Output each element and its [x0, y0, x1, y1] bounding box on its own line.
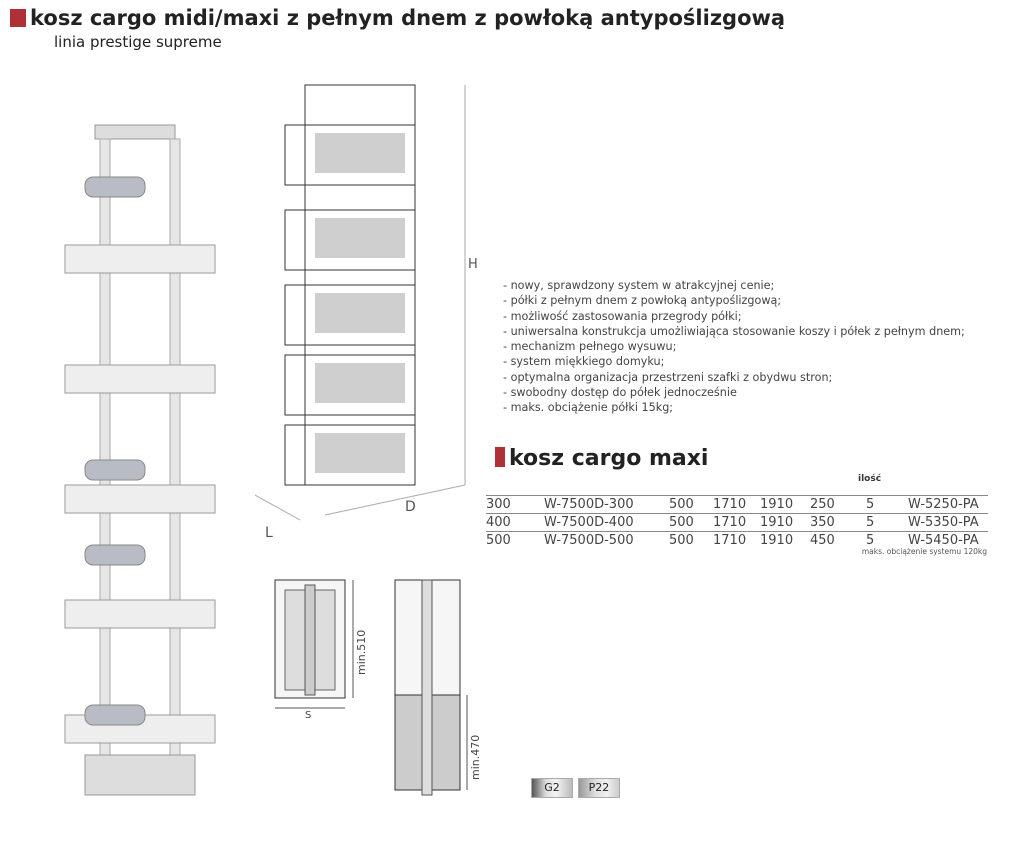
feature-item: uniwersalna konstrukcja umożliwiająca st…: [503, 324, 965, 339]
product-line: linia prestige supreme: [54, 33, 222, 51]
table-cell: 250: [810, 495, 866, 514]
feature-item: półki z pełnym dnem z powłoką antypośliz…: [503, 293, 965, 308]
table-cell: 450: [810, 531, 866, 549]
table-cell: 1710: [713, 513, 760, 532]
table-cell: 350: [810, 513, 866, 532]
min-510-label: min.510: [355, 630, 368, 675]
system-load-note: maks. obciążenie systemu 120kg: [861, 547, 987, 556]
table-cell: 500: [486, 531, 544, 549]
section-marker: [495, 447, 505, 467]
section-title-text: kosz cargo maxi: [509, 446, 709, 471]
feature-item: możliwość zastosowania przegrody półki;: [503, 309, 965, 324]
title-text: kosz cargo midi/maxi z pełnym dnem z pow…: [30, 6, 786, 30]
table-cell: 400: [486, 513, 544, 532]
table-cell: W-7500D-300: [544, 495, 669, 514]
table-cell: 1710: [713, 531, 760, 549]
table-cell: W-5450-PA: [908, 531, 988, 549]
cabinet-min-drawing: min.510 S: [274, 579, 368, 720]
table-cell: 500: [669, 513, 713, 532]
s-label: S: [305, 710, 311, 720]
section-title: kosz cargo maxi: [495, 446, 708, 471]
length-label: L: [265, 525, 273, 541]
cabinet-front-drawing: min.470: [394, 579, 482, 796]
table-cell: 300: [486, 495, 544, 514]
finish-swatch-g2: G2: [531, 778, 573, 798]
table-cell: 1710: [713, 495, 760, 514]
title-marker: [10, 9, 26, 27]
product-photo: [64, 124, 216, 796]
table-cell: 1910: [760, 495, 810, 514]
feature-item: mechanizm pełnego wysuwu;: [503, 339, 965, 354]
feature-list: nowy, sprawdzony system w atrakcyjnej ce…: [503, 278, 965, 416]
feature-item: system miękkiego domyku;: [503, 354, 965, 369]
table-cell: W-7500D-500: [544, 531, 669, 549]
height-label: H: [468, 257, 478, 272]
table-cell: 1910: [760, 513, 810, 532]
table-cell: 1910: [760, 531, 810, 549]
qty-header: ilość: [858, 474, 882, 484]
page-title: kosz cargo midi/maxi z pełnym dnem z pow…: [10, 6, 785, 30]
feature-item: swobodny dostęp do półek jednocześnie: [503, 385, 965, 400]
table-cell: W-7500D-400: [544, 513, 669, 532]
feature-item: optymalna organizacja przestrzeni szafki…: [503, 370, 965, 385]
feature-item: maks. obciążenie półki 15kg;: [503, 400, 965, 415]
table-cell: 5: [866, 531, 908, 549]
table-cell: W-5350-PA: [908, 513, 988, 532]
table-cell: 5: [866, 495, 908, 514]
table-cell: 500: [669, 495, 713, 514]
table-cell: 5: [866, 513, 908, 532]
table-cell: W-5250-PA: [908, 495, 988, 514]
feature-item: nowy, sprawdzony system w atrakcyjnej ce…: [503, 278, 965, 293]
dimension-drawing: H D L: [255, 84, 478, 541]
min-470-label: min.470: [469, 735, 482, 780]
table-cell: 500: [669, 531, 713, 549]
depth-label: D: [405, 499, 416, 515]
finish-swatch-p22: P22: [578, 778, 620, 798]
